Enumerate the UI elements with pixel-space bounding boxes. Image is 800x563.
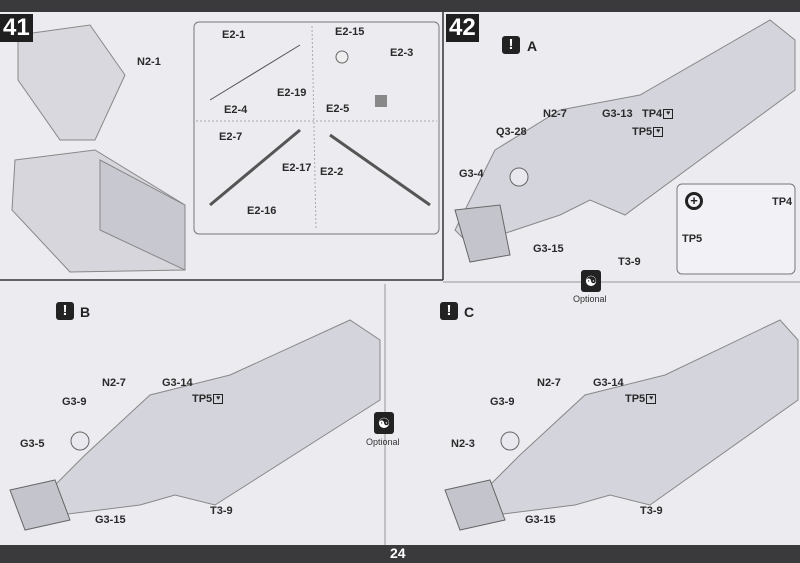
part-label: G3-15 (533, 243, 564, 255)
plate-upper (17, 24, 126, 141)
part-label: TP5♥ (192, 393, 224, 405)
part-label: E2-5 (326, 103, 350, 115)
part-label: N2-7 (543, 108, 567, 120)
part-e2 (209, 44, 301, 101)
page-number: 24 (390, 545, 406, 561)
optional-label: Optional (366, 437, 400, 447)
exclamation-icon: ! (502, 36, 520, 54)
part-label: E2-15 (335, 26, 365, 38)
part-label: E2-19 (277, 87, 307, 99)
part-label: E2-1 (222, 29, 246, 41)
tp-label: TP4 (642, 108, 663, 120)
variant-title: A (527, 38, 538, 54)
exclamation-icon: ! (440, 302, 458, 320)
tp-label: TP5 (192, 393, 213, 405)
part-label: G3-9 (490, 396, 515, 408)
gun-barrel (329, 133, 431, 207)
heart-tape-icon: ♥ (653, 127, 664, 138)
inset-tp5: TP5 (682, 233, 703, 245)
optional-label: Optional (573, 294, 607, 304)
part-label: G3-4 (459, 168, 484, 180)
tp-label: TP5 (625, 393, 646, 405)
inset-frame (193, 21, 440, 235)
part-label: E2-3 (390, 47, 414, 59)
part-label: G3-13 (602, 108, 633, 120)
mantlet-c (444, 479, 506, 531)
magnifier-plus-icon: + (685, 192, 703, 210)
part-label: G3-5 (20, 438, 45, 450)
part-label: G3-9 (62, 396, 87, 408)
part-label: E2-7 (219, 131, 243, 143)
exclamation-icon: ! (56, 302, 74, 320)
part-label: N2-1 (137, 56, 161, 68)
inset-tp4: TP4 (772, 196, 793, 208)
hull-c (479, 319, 799, 516)
part-label: E2-16 (247, 205, 277, 217)
yin-yang-icon: ☯ (374, 412, 394, 434)
part-label: E2-17 (282, 162, 312, 174)
part-label: N2-3 (451, 438, 475, 450)
part-label: N2-7 (537, 377, 561, 389)
variant-title: C (464, 304, 475, 320)
part-label: TP4♥ (642, 108, 674, 120)
bottom-band (0, 545, 800, 563)
part-label: TP5♥ (625, 393, 657, 405)
part-label: Q3-28 (496, 126, 527, 138)
part-label: G3-15 (95, 514, 126, 526)
part-label: E2-4 (224, 104, 248, 116)
tp-label: TP5 (632, 126, 653, 138)
top-band (0, 0, 800, 12)
yin-yang-icon: ☯ (581, 270, 601, 292)
step-number-42: 42 (446, 14, 479, 42)
heart-tape-icon: ♥ (646, 394, 657, 405)
heart-tape-icon: ♥ (213, 394, 224, 405)
part-label: TP5♥ (632, 126, 664, 138)
heart-tape-icon: ♥ (663, 109, 674, 120)
variant-title: B (80, 304, 91, 320)
mantlet-a (454, 204, 511, 263)
part-label: T3-9 (210, 505, 233, 517)
part-label: G3-14 (162, 377, 193, 389)
part-label: G3-15 (525, 514, 556, 526)
part-label: T3-9 (618, 256, 641, 268)
gun-barrel (209, 128, 301, 207)
part-label: N2-7 (102, 377, 126, 389)
zoom-inset-frame (676, 183, 796, 275)
part-label: G3-14 (593, 377, 624, 389)
step-number-41: 41 (0, 14, 33, 42)
part-label: E2-2 (320, 166, 344, 178)
hull-b (44, 319, 381, 516)
mantlet-b (9, 479, 71, 531)
part-label: T3-9 (640, 505, 663, 517)
